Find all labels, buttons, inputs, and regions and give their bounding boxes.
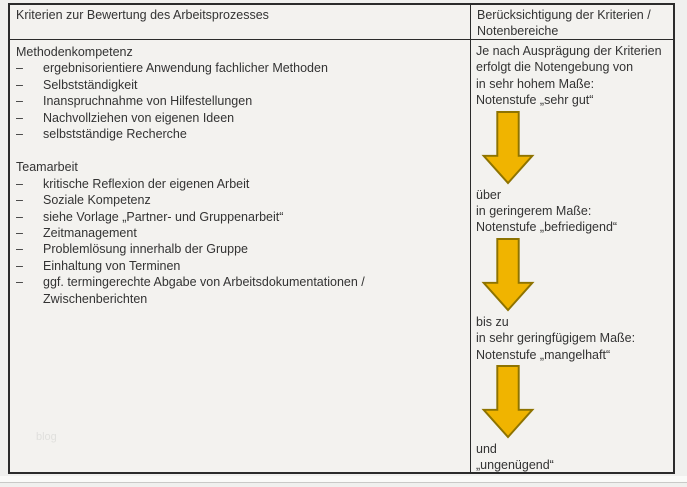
list-item-text: Zeitmanagement bbox=[43, 226, 137, 241]
bullet-dash: – bbox=[16, 176, 23, 191]
bullet-dash: – bbox=[16, 61, 23, 76]
grading-intro-line: erfolgt die Notengebung von bbox=[476, 60, 634, 75]
list-item: – Problemlösung innerhalb der Gruppe bbox=[16, 241, 462, 257]
bullet-dash: – bbox=[16, 209, 23, 224]
grading-block-line: über bbox=[476, 187, 502, 202]
grading-block-line: bis zu bbox=[476, 314, 509, 329]
down-arrow-icon bbox=[481, 365, 535, 439]
list-item-text: Einhaltung von Terminen bbox=[43, 258, 181, 273]
list-item-text: kritische Reflexion der eigenen Arbeit bbox=[43, 176, 250, 191]
watermark: blog bbox=[36, 431, 57, 443]
grading-block-line: „ungenügend“ bbox=[476, 458, 554, 472]
list-item-text: ggf. termingerechte Abgabe von Arbeitsdo… bbox=[43, 275, 365, 306]
section-methodenkompetenz: Methodenkompetenz – ergebnisorientiere A… bbox=[16, 44, 462, 142]
bullet-dash: – bbox=[16, 226, 23, 241]
list-item: – selbstständige Recherche bbox=[16, 126, 462, 142]
list-item: – Zeitmanagement bbox=[16, 225, 462, 241]
list-item: – siehe Vorlage „Partner- und Gruppenarb… bbox=[16, 209, 462, 225]
list-item: – Inanspruchnahme von Hilfestellungen bbox=[16, 93, 462, 109]
section-title: Teamarbeit bbox=[16, 160, 78, 175]
list-item: – Nachvollziehen von eigenen Ideen bbox=[16, 110, 462, 126]
list-item: – Einhaltung von Terminen bbox=[16, 258, 462, 274]
grading-block-line: in geringerem Maße: bbox=[476, 204, 592, 219]
bullet-dash: – bbox=[16, 258, 23, 273]
bullet-dash: – bbox=[16, 242, 23, 257]
bullet-dash: – bbox=[16, 110, 23, 125]
grading-block-line: Notenstufe „befriedigend“ bbox=[476, 220, 618, 235]
list-item-text: selbstständige Recherche bbox=[43, 127, 187, 142]
grading-block-line: Notenstufe „mangelhaft“ bbox=[476, 347, 611, 362]
left-column-header: Kriterien zur Bewertung des Arbeitsproze… bbox=[10, 5, 471, 40]
list-item-text: Soziale Kompetenz bbox=[43, 193, 151, 208]
criteria-cell: Methodenkompetenz – ergebnisorientiere A… bbox=[10, 40, 471, 472]
grading-intro-line: Notenstufe „sehr gut“ bbox=[476, 93, 594, 108]
page-edge-line bbox=[0, 482, 687, 483]
list-item-text: Inanspruchnahme von Hilfestellungen bbox=[43, 94, 253, 109]
list-item: – ergebnisorientiere Anwendung fachliche… bbox=[16, 60, 462, 76]
grading-intro-line: Je nach Ausprägung der Kriterien bbox=[476, 44, 662, 58]
bullet-dash: – bbox=[16, 94, 23, 109]
down-arrow-icon bbox=[481, 237, 535, 312]
list-item-text: Problemlösung innerhalb der Gruppe bbox=[43, 242, 248, 257]
grading-intro-line: in sehr hohem Maße: bbox=[476, 76, 595, 91]
page-bottom-band bbox=[0, 476, 687, 482]
list-item-text: ergebnisorientiere Anwendung fachlicher … bbox=[43, 61, 328, 76]
grading-block-line: in sehr geringfügigem Maße: bbox=[476, 331, 636, 346]
bullet-dash: – bbox=[16, 127, 23, 142]
grading-cell: Je nach Ausprägung der Kriterien erfolgt… bbox=[471, 40, 673, 472]
assessment-table: Kriterien zur Bewertung des Arbeitsproze… bbox=[8, 3, 675, 474]
section-title: Methodenkompetenz bbox=[16, 45, 133, 59]
list-item: – Soziale Kompetenz bbox=[16, 192, 462, 208]
down-arrow-icon bbox=[481, 110, 535, 185]
bullet-dash: – bbox=[16, 275, 23, 290]
bullet-dash: – bbox=[16, 193, 23, 208]
list-item-text: Nachvollziehen von eigenen Ideen bbox=[43, 110, 235, 125]
list-item: – ggf. termingerechte Abgabe von Arbeits… bbox=[16, 274, 462, 307]
list-item: – kritische Reflexion der eigenen Arbeit bbox=[16, 176, 462, 192]
right-column-header: Berücksichtigung der Kriterien / Notenbe… bbox=[471, 5, 673, 40]
section-teamarbeit: Teamarbeit – kritische Reflexion der eig… bbox=[16, 159, 462, 307]
list-item-text: Selbstständigkeit bbox=[43, 77, 138, 92]
list-item-text: siehe Vorlage „Partner- und Gruppenarbei… bbox=[43, 209, 284, 224]
bullet-dash: – bbox=[16, 77, 23, 92]
grading-block-line: und bbox=[476, 442, 497, 457]
list-item: – Selbstständigkeit bbox=[16, 77, 462, 93]
